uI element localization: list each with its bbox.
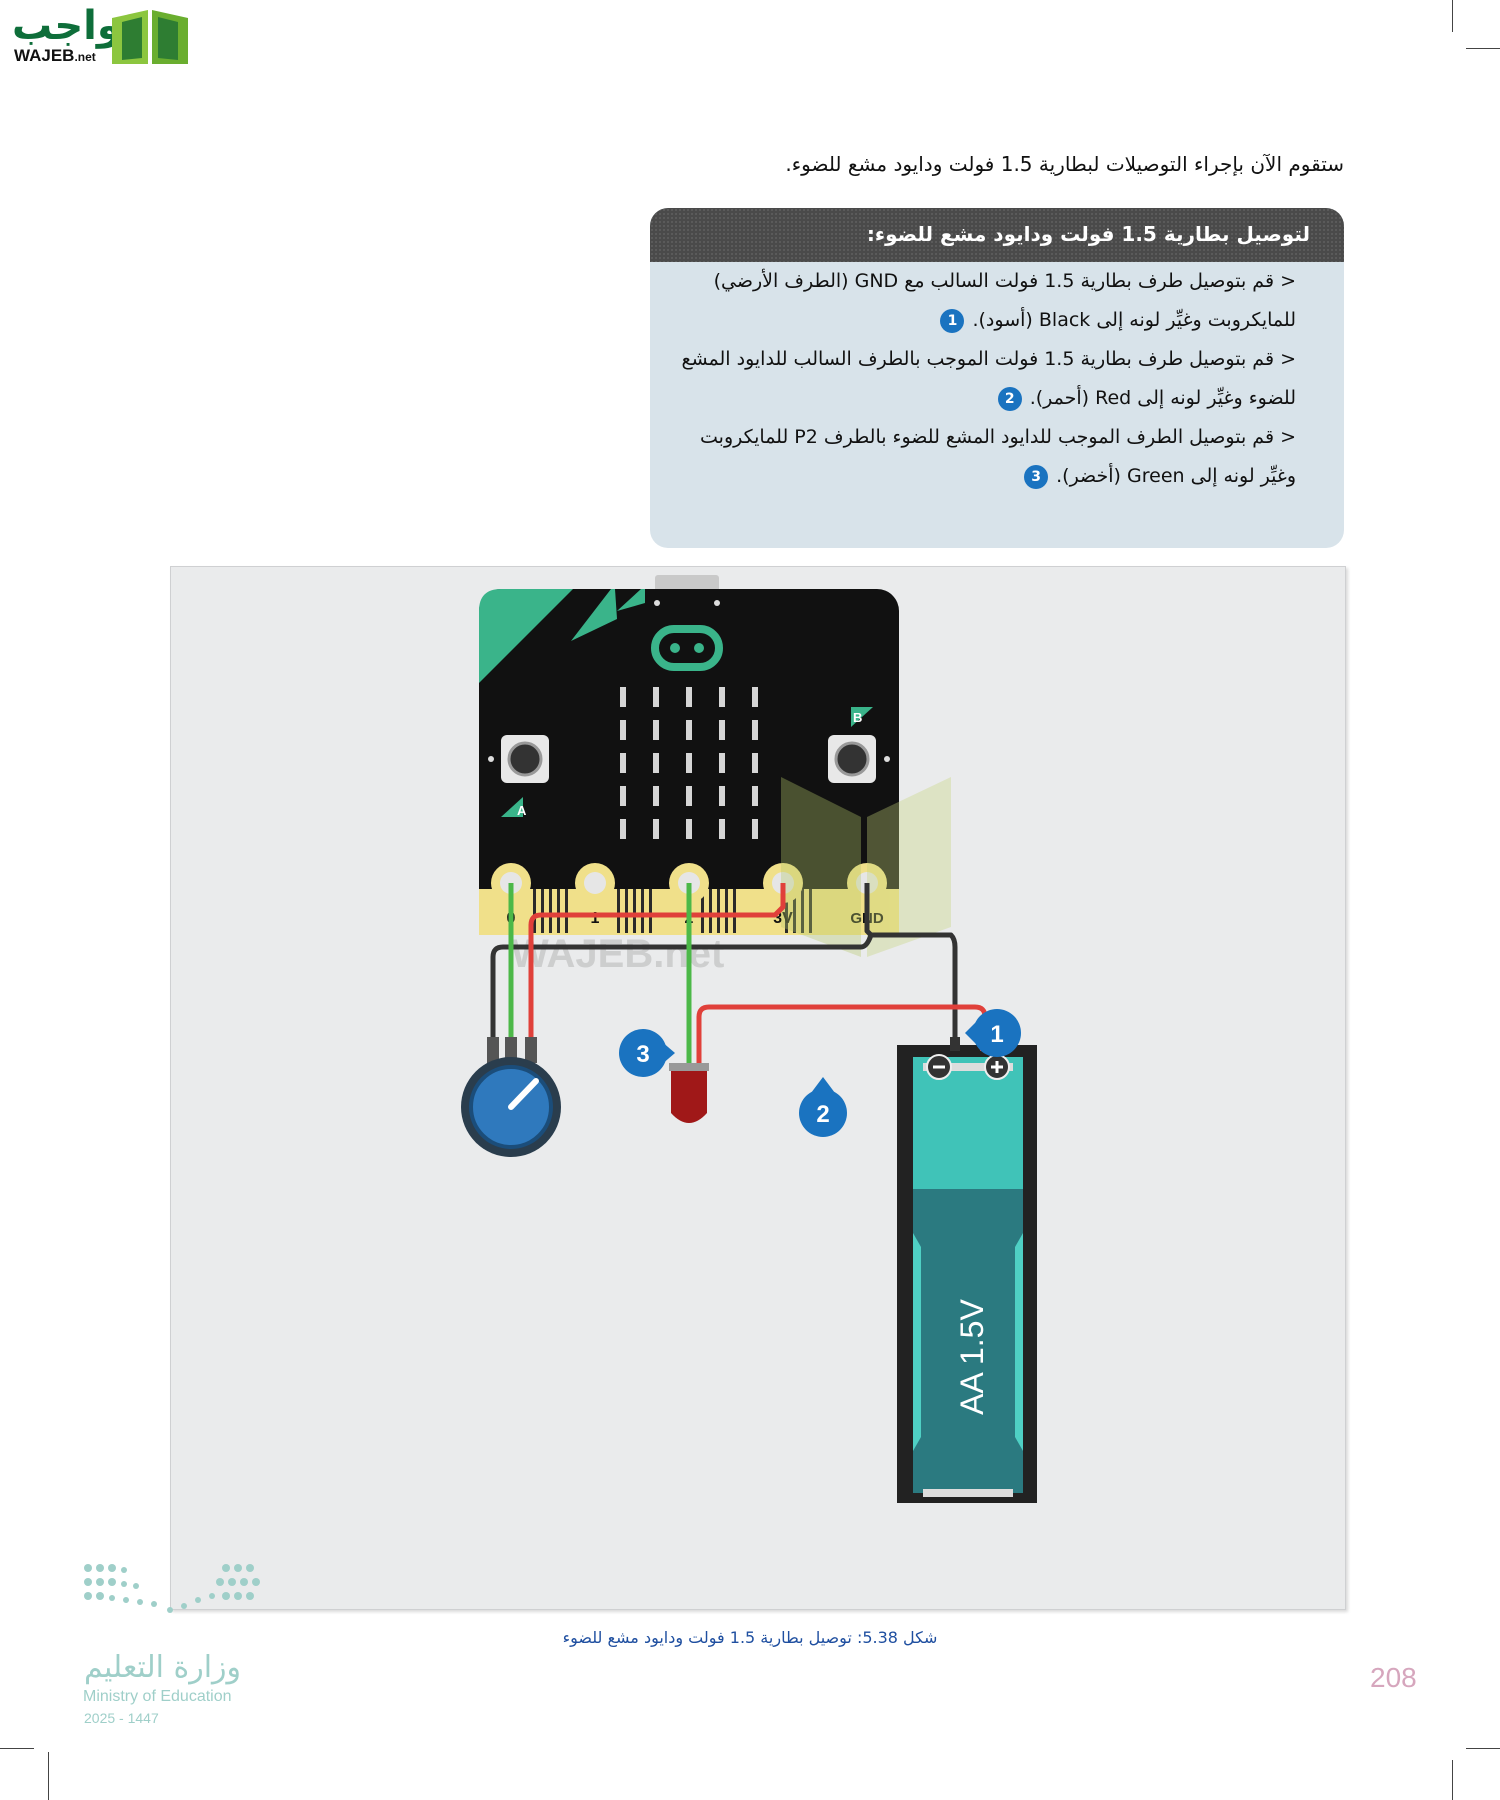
step-badge: 1 xyxy=(940,308,965,333)
step-badge: 3 xyxy=(1024,464,1049,489)
crop-mark xyxy=(1452,1760,1453,1800)
intro-text: ستقوم الآن بإجراء التوصيلات لبطارية 1.5 … xyxy=(785,152,1344,176)
steps-title: لتوصيل بطارية 1.5 فولت ودايود مشع للضوء: xyxy=(650,208,1344,262)
circuit-figure: A B 0 1 2 xyxy=(170,566,1346,1610)
crop-mark xyxy=(1452,0,1453,32)
wajeb-logo[interactable]: واجب WAJEB.net xyxy=(8,4,193,70)
watermark-text: WAJEB.net xyxy=(511,932,724,976)
callout-1-label: 1 xyxy=(990,1021,1003,1048)
ministry-year: 2025 - 1447 xyxy=(84,1710,159,1726)
crop-mark xyxy=(0,1748,34,1749)
step-badge: 2 xyxy=(997,386,1022,411)
steps-box: لتوصيل بطارية 1.5 فولت ودايود مشع للضوء:… xyxy=(650,208,1344,548)
button-a-label: A xyxy=(517,803,527,818)
step-item: < قم بتوصيل طرف بطارية 1.5 فولت السالب م… xyxy=(713,270,1296,333)
callout-2-label: 2 xyxy=(816,1101,829,1128)
callout-3-label: 3 xyxy=(636,1041,649,1068)
ministry-logo: وزارة التعليم Ministry of Education 2025… xyxy=(80,1560,280,1726)
button-b-label: B xyxy=(853,710,862,725)
button-b[interactable]: B xyxy=(828,707,890,783)
watermark: WAJEB.net xyxy=(511,777,951,976)
callout-2: 2 xyxy=(799,1077,847,1137)
pin-1-label: 1 xyxy=(591,910,600,927)
step-item: < قم بتوصيل طرف بطارية 1.5 فولت الموجب ب… xyxy=(681,348,1296,411)
microbit-logo xyxy=(651,625,723,671)
book-icon xyxy=(112,10,188,64)
led-matrix xyxy=(620,687,758,839)
battery[interactable]: AA 1.5V xyxy=(897,1037,1037,1503)
crop-mark xyxy=(48,1752,49,1800)
ministry-english: Ministry of Education xyxy=(83,1688,232,1705)
callout-3: 3 xyxy=(619,1029,675,1077)
callout-1: 1 xyxy=(965,1009,1021,1057)
pot-power-wire xyxy=(528,883,786,1045)
crop-mark xyxy=(1466,48,1500,49)
potentiometer[interactable] xyxy=(461,1037,561,1157)
gnd-wire xyxy=(864,883,958,1045)
battery-label: AA 1.5V xyxy=(954,1299,990,1415)
figure-caption: شكل 5.38: توصيل بطارية 1.5 فولت ودايود م… xyxy=(562,1628,938,1647)
pin-1[interactable]: 1 xyxy=(575,863,615,927)
step-item: < قم بتوصيل الطرف الموجب للدايود المشع ل… xyxy=(700,426,1296,489)
page-number: 208 xyxy=(1370,1662,1417,1693)
button-a[interactable]: A xyxy=(488,735,549,818)
ministry-dots-icon xyxy=(84,1564,260,1613)
pot-gnd-wire xyxy=(490,934,874,1045)
ministry-arabic: وزارة التعليم xyxy=(84,1650,242,1685)
logo-arabic: واجب xyxy=(12,3,122,49)
logo-english: WAJEB.net xyxy=(14,46,96,65)
red-led[interactable] xyxy=(669,1063,709,1123)
crop-mark xyxy=(1466,1748,1500,1749)
